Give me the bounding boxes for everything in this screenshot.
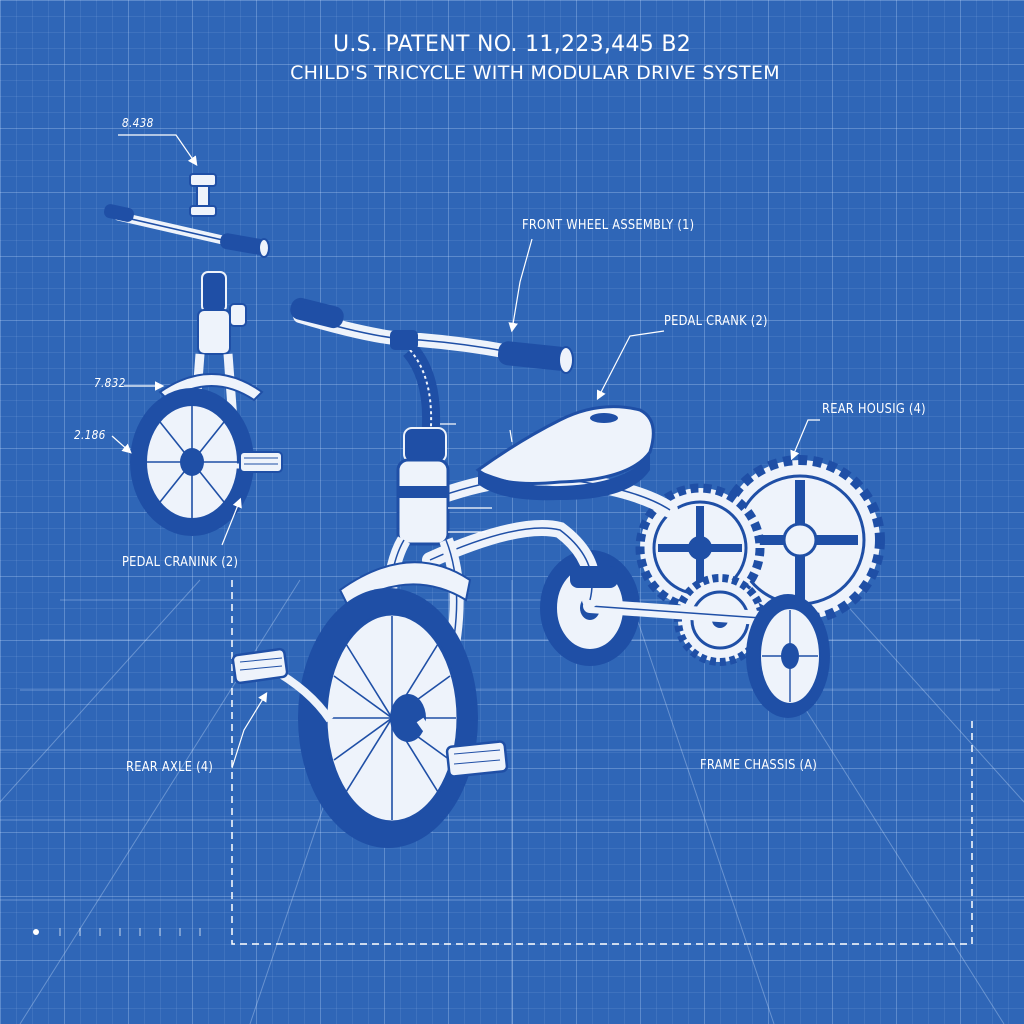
label-pedal-crank-right: PEDAL CRANK (2)	[664, 314, 768, 329]
dimension-fork: 7.832	[94, 376, 126, 390]
dashed-outline	[231, 580, 973, 945]
small-pedal	[214, 451, 283, 473]
label-pedal-crank-left: PEDAL CRANINK (2)	[122, 555, 239, 570]
ruler-origin	[33, 929, 39, 935]
dimension-wheel: 2.186	[74, 428, 106, 442]
rear-right-wheel	[746, 594, 830, 718]
frame-chassis	[422, 469, 678, 608]
patent-title: CHILD'S TRICYCLE WITH MODULAR DRIVE SYST…	[290, 62, 780, 84]
label-frame-chassis: FRAME CHASSIS (A)	[700, 758, 818, 773]
steering-column	[396, 344, 450, 546]
small-front-wheel	[130, 388, 254, 536]
dimension-bolt: 8.438	[122, 116, 154, 130]
bolt-part	[189, 173, 217, 217]
leader-lines	[111, 134, 820, 769]
main-tricycle	[231, 297, 885, 848]
label-rear-axle: REAR AXLE (4)	[126, 760, 214, 775]
exploded-fork-assembly	[103, 173, 283, 536]
label-rear-housing: REAR HOUSIG (4)	[822, 402, 926, 417]
left-pedal	[231, 647, 334, 723]
main-front-wheel	[298, 588, 478, 848]
patent-number: U.S. PATENT NO. 11,223,445 B2	[332, 32, 692, 57]
small-handlebar	[103, 204, 270, 258]
label-front-wheel-assembly: FRONT WHEEL ASSEMBLY (1)	[522, 218, 695, 233]
right-pedal	[416, 717, 509, 778]
main-handlebar	[290, 297, 574, 374]
seat	[475, 405, 655, 501]
ruler-ticks	[59, 928, 201, 936]
floor-grid	[0, 579, 1024, 1024]
